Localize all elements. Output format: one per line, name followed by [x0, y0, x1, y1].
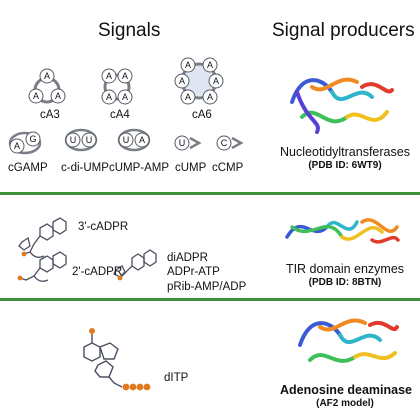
cump-label: cUMP [175, 162, 207, 174]
tir-domain-structure [285, 218, 400, 244]
adpr-structures [17, 217, 157, 282]
svg-text:C: C [221, 138, 228, 148]
cgamp-label: cGAMP [8, 162, 48, 174]
section-divider-top [0, 192, 420, 195]
ca3-label: cA3 [40, 109, 60, 121]
nucleotide-a-label: A [213, 76, 219, 86]
cgamp-molecule: A G [8, 131, 42, 155]
ca6-label: cA6 [192, 109, 212, 121]
signal-producers-header: Signal producers [272, 20, 415, 41]
nucleotide-a-label: A [106, 71, 112, 81]
section-divider-bottom [0, 298, 420, 301]
nucleotide-a-label: A [207, 92, 213, 102]
cump-molecule: U [174, 135, 202, 151]
tir-domain-enzymes-pdb: (PDB ID: 8BTN) [308, 277, 382, 288]
adenosine-deaminase-source: (AF2 model) [316, 398, 374, 409]
prib-amp-adp-label: pRib-AMP/ADP [167, 281, 247, 293]
nucleotidyltransferases-label: Nucleotidyltransferases [280, 145, 410, 159]
nucleotide-a-label: A [33, 91, 39, 101]
nucleotide-a-label: A [185, 92, 191, 102]
ditp-structure [83, 328, 151, 391]
nucleotide-a-label: A [44, 71, 50, 81]
ca4-molecule: A A A A [101, 68, 133, 105]
ditp-label: dITP [164, 372, 189, 384]
cump-amp-label: cUMP-AMP [109, 162, 170, 174]
signals-header: Signals [98, 20, 161, 41]
svg-text:A: A [14, 141, 20, 151]
svg-text:U: U [86, 135, 93, 145]
nucleotide-a-label: A [106, 92, 112, 102]
2-cadpr-label: 2'-cADPR [72, 266, 123, 278]
nucleotide-a-label: A [185, 60, 191, 70]
adenosine-deaminase-structure [298, 318, 399, 363]
nucleotide-a-label: A [179, 76, 185, 86]
ca6-molecule: A A A A A A [174, 57, 224, 105]
svg-text:U: U [70, 135, 77, 145]
nucleotide-a-label: A [122, 71, 128, 81]
c-di-ump-molecule: U U [64, 128, 98, 152]
cump-amp-molecule: U A [117, 128, 151, 152]
ca3-molecule: A A A [28, 68, 66, 104]
adenosine-deaminase-label: Adenosine deaminase [280, 383, 412, 397]
nucleotide-a-label: A [122, 92, 128, 102]
nucleotide-a-label: A [207, 60, 213, 70]
ccmp-molecule: C [216, 135, 244, 151]
nucleotidyltransferases-pdb: (PDB ID: 6WT9) [308, 160, 382, 171]
tir-domain-enzymes-label: TIR domain enzymes [285, 262, 405, 276]
svg-text:G: G [29, 134, 36, 144]
cyclic-oligoadenylates: .ring { fill: none; stroke: #7a7f87; str… [8, 57, 244, 155]
nucleotidyltransferase-structure [290, 77, 394, 134]
3-cadpr-structure [18, 217, 67, 258]
3-cadpr-label: 3'-cADPR [78, 221, 129, 233]
svg-text:U: U [123, 135, 130, 145]
2-cadpr-structure [19, 251, 67, 282]
ccmp-label: cCMP [212, 162, 244, 174]
diadpr-structure [113, 249, 157, 279]
svg-text:A: A [139, 135, 145, 145]
adpr-atp-label: ADPr-ATP [167, 266, 220, 278]
ca4-label: cA4 [110, 109, 130, 121]
c-di-ump-label: c-di-UMP [61, 162, 109, 174]
diadpr-label: diADPR [167, 252, 208, 264]
svg-text:U: U [179, 138, 186, 148]
nucleotide-a-label: A [55, 91, 61, 101]
